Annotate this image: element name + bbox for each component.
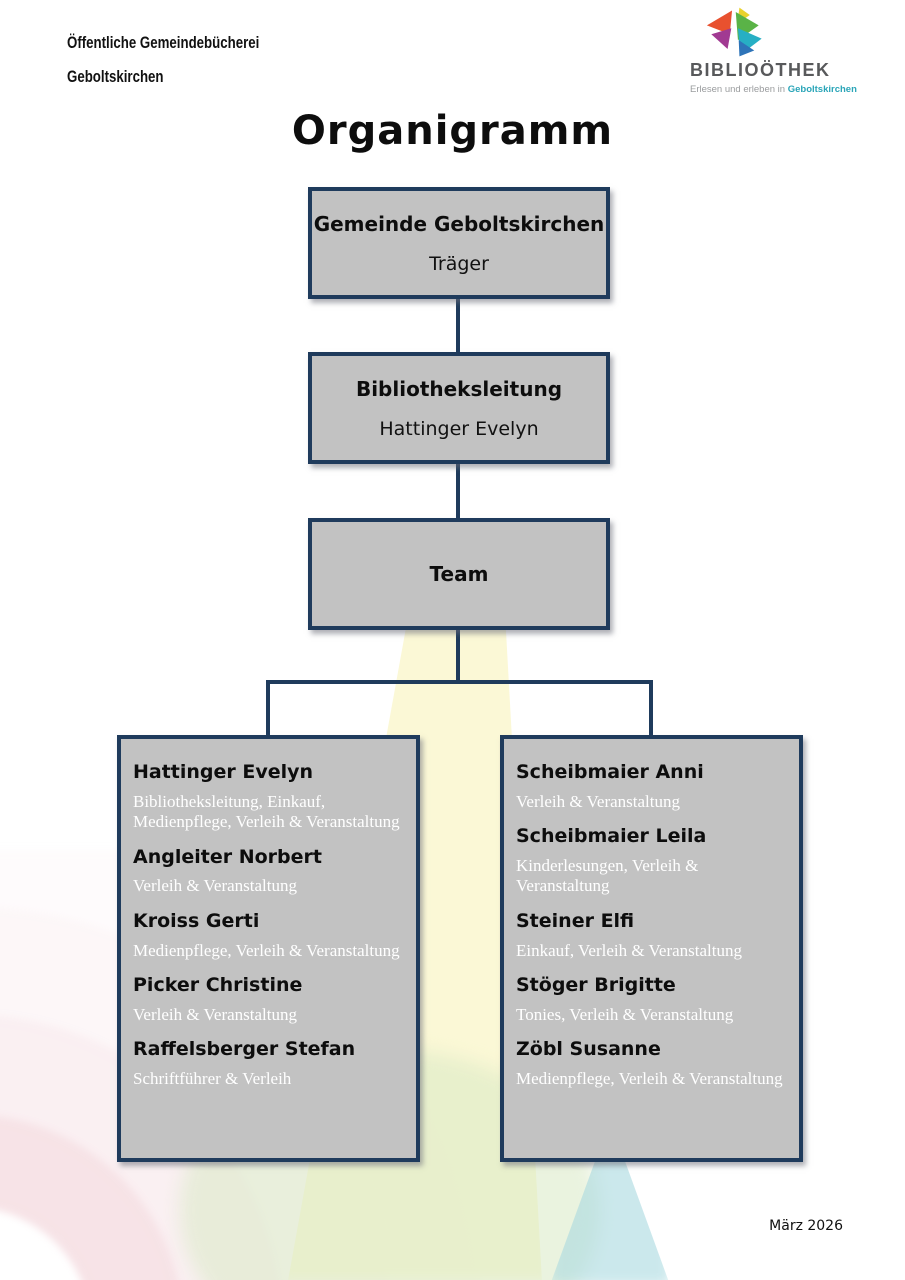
- tagline-text: Erlesen und erleben in: [690, 84, 788, 95]
- library-header-line1: Öffentliche Gemeindebücherei: [67, 33, 260, 52]
- member-name: Zöbl Susanne: [516, 1038, 661, 1061]
- node-subtitle: Träger: [429, 252, 489, 275]
- team-member: Hattinger Evelyn Bibliotheksleitung, Ein…: [133, 761, 404, 833]
- member-name: Stöger Brigitte: [516, 973, 676, 996]
- team-member: Zöbl Susanne Medienpflege, Verleih & Ver…: [516, 1038, 787, 1089]
- connector-drop-right: [649, 680, 653, 737]
- member-role: Bibliotheksleitung, Einkauf, Medienpfleg…: [133, 791, 400, 832]
- node-title: Gemeinde Geboltskirchen: [313, 211, 605, 236]
- org-node-leitung: Bibliotheksleitung Hattinger Evelyn: [308, 352, 610, 464]
- member-role: Kinderlesungen, Verleih & Veranstaltung: [516, 855, 699, 896]
- team-member: Kroiss Gerti Medienpflege, Verleih & Ver…: [133, 910, 404, 961]
- node-title: Bibliotheksleitung: [355, 376, 563, 401]
- node-subtitle: Hattinger Evelyn: [379, 417, 539, 440]
- tagline-place: Geboltskirchen: [787, 84, 857, 95]
- member-name: Steiner Elfi: [516, 909, 635, 932]
- team-member: Raffelsberger Stefan Schriftführer & Ver…: [133, 1038, 404, 1089]
- member-role: Verleih & Veranstaltung: [133, 1004, 297, 1024]
- member-name: Hattinger Evelyn: [133, 761, 314, 783]
- brand-tagline: Erlesen und erleben in Geboltskirchen: [690, 84, 875, 95]
- team-member: Scheibmaier Leila Kinderlesungen, Verlei…: [516, 825, 787, 897]
- butterfly-book-icon: [690, 6, 875, 58]
- connector-team-down: [456, 628, 460, 684]
- member-name: Kroiss Gerti: [133, 909, 260, 932]
- member-role: Tonies, Verleih & Veranstaltung: [516, 1004, 734, 1024]
- org-node-team: Team: [308, 518, 610, 630]
- org-node-traeger: Gemeinde Geboltskirchen Träger: [308, 187, 610, 299]
- member-role: Medienpflege, Verleih & Veranstaltung: [516, 1068, 783, 1088]
- member-name: Picker Christine: [133, 973, 303, 996]
- connector-drop-left: [266, 680, 270, 737]
- member-role: Verleih & Veranstaltung: [133, 876, 297, 896]
- member-name: Raffelsberger Stefan: [133, 1038, 356, 1061]
- member-role: Schriftführer & Verleih: [133, 1068, 292, 1088]
- member-name: Scheibmaier Leila: [516, 825, 707, 848]
- library-header-line2: Geboltskirchen: [67, 67, 164, 86]
- team-member: Picker Christine Verleih & Veranstaltung: [133, 974, 404, 1025]
- team-member: Steiner Elfi Einkauf, Verleih & Veransta…: [516, 910, 787, 961]
- library-header: Öffentliche Gemeindebücherei Geboltskirc…: [67, 26, 259, 94]
- member-name: Scheibmaier Anni: [516, 761, 704, 783]
- bibliothek-logo: BIBLIOÖTHEK Erlesen und erleben in Gebol…: [690, 6, 875, 95]
- team-box-left: Hattinger Evelyn Bibliotheksleitung, Ein…: [117, 735, 420, 1162]
- member-role: Verleih & Veranstaltung: [516, 791, 680, 811]
- brand-wordmark: BIBLIOÖTHEK: [690, 60, 831, 80]
- team-member: Stöger Brigitte Tonies, Verleih & Verans…: [516, 974, 787, 1025]
- connector-leader-team: [456, 462, 460, 520]
- connector-horizontal: [266, 680, 653, 684]
- member-role: Medienpflege, Verleih & Veranstaltung: [133, 940, 400, 960]
- member-name: Angleiter Norbert: [133, 845, 322, 868]
- node-title: Team: [429, 562, 489, 586]
- footer-date: März 2026: [769, 1218, 843, 1234]
- team-member: Angleiter Norbert Verleih & Veranstaltun…: [133, 846, 404, 897]
- connector-root-leader: [456, 297, 460, 354]
- member-role: Einkauf, Verleih & Veranstaltung: [516, 940, 742, 960]
- page-title: Organigramm: [291, 108, 614, 154]
- team-member: Scheibmaier Anni Verleih & Veranstaltung: [516, 761, 787, 812]
- team-box-right: Scheibmaier Anni Verleih & Veranstaltung…: [500, 735, 803, 1162]
